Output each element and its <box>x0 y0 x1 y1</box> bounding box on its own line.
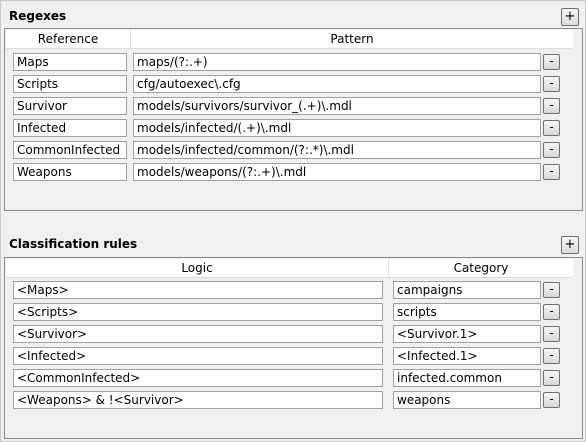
reference-field[interactable]: CommonInfected <box>13 141 127 159</box>
reference-field[interactable]: Scripts <box>13 75 127 93</box>
add-rule-button[interactable]: + <box>561 236 579 254</box>
table-row: CommonInfected models/infected/common/(?… <box>5 139 582 161</box>
table-row: Maps maps/(?:.+) - <box>5 51 582 73</box>
remove-rule-button[interactable]: - <box>543 348 560 364</box>
remove-regex-button[interactable]: - <box>543 76 560 92</box>
table-row: <Scripts> scripts - <box>5 301 582 323</box>
table-row: <Weapons> & !<Survivor> weapons - <box>5 389 582 411</box>
category-field[interactable]: <Infected.1> <box>393 347 541 365</box>
regexes-scrollbar[interactable] <box>573 30 581 209</box>
rules-scrollbar[interactable] <box>573 259 581 437</box>
table-row: Weapons models/weapons/(?:.+)\.mdl - <box>5 161 582 183</box>
pattern-field[interactable]: maps/(?:.+) <box>133 53 541 71</box>
reference-field[interactable]: Maps <box>13 53 127 71</box>
rules-title: Classification rules <box>9 237 138 251</box>
reference-field[interactable]: Weapons <box>13 163 127 181</box>
logic-field[interactable]: <Infected> <box>13 347 383 365</box>
logic-field[interactable]: <Weapons> & !<Survivor> <box>13 391 383 409</box>
logic-field[interactable]: <CommonInfected> <box>13 369 383 387</box>
regexes-title: Regexes <box>9 9 67 23</box>
category-field[interactable]: infected.common <box>393 369 541 387</box>
remove-regex-button[interactable]: - <box>543 164 560 180</box>
table-row: Survivor models/survivors/survivor_(.+)\… <box>5 95 582 117</box>
category-field[interactable]: campaigns <box>393 281 541 299</box>
rules-panel: Logic Category <Maps> campaigns - <Scrip… <box>4 257 583 439</box>
table-row: Infected models/infected/(.+)\.mdl - <box>5 117 582 139</box>
column-header-logic[interactable]: Logic <box>6 259 389 278</box>
pattern-field[interactable]: models/infected/(.+)\.mdl <box>133 119 541 137</box>
remove-regex-button[interactable]: - <box>543 54 560 70</box>
pattern-field[interactable]: models/weapons/(?:.+)\.mdl <box>133 163 541 181</box>
remove-regex-button[interactable]: - <box>543 142 560 158</box>
logic-field[interactable]: <Maps> <box>13 281 383 299</box>
reference-field[interactable]: Infected <box>13 119 127 137</box>
remove-rule-button[interactable]: - <box>543 282 560 298</box>
table-row: <Maps> campaigns - <box>5 279 582 301</box>
category-field[interactable]: scripts <box>393 303 541 321</box>
table-row: <CommonInfected> infected.common - <box>5 367 582 389</box>
table-row: Scripts cfg/autoexec\.cfg - <box>5 73 582 95</box>
table-row: <Survivor> <Survivor.1> - <box>5 323 582 345</box>
reference-field[interactable]: Survivor <box>13 97 127 115</box>
category-field[interactable]: <Survivor.1> <box>393 325 541 343</box>
remove-regex-button[interactable]: - <box>543 120 560 136</box>
table-row: <Infected> <Infected.1> - <box>5 345 582 367</box>
category-field[interactable]: weapons <box>393 391 541 409</box>
column-header-category[interactable]: Category <box>389 259 573 278</box>
pattern-field[interactable]: models/infected/common/(?:.*)\.mdl <box>133 141 541 159</box>
logic-field[interactable]: <Survivor> <box>13 325 383 343</box>
pattern-field[interactable]: cfg/autoexec\.cfg <box>133 75 541 93</box>
add-regex-button[interactable]: + <box>561 8 579 26</box>
logic-field[interactable]: <Scripts> <box>13 303 383 321</box>
remove-rule-button[interactable]: - <box>543 392 560 408</box>
column-header-pattern[interactable]: Pattern <box>131 30 573 49</box>
remove-rule-button[interactable]: - <box>543 304 560 320</box>
remove-regex-button[interactable]: - <box>543 98 560 114</box>
column-header-reference[interactable]: Reference <box>6 30 131 49</box>
pattern-field[interactable]: models/survivors/survivor_(.+)\.mdl <box>133 97 541 115</box>
regexes-panel: Reference Pattern Maps maps/(?:.+) - Scr… <box>4 28 583 211</box>
remove-rule-button[interactable]: - <box>543 326 560 342</box>
remove-rule-button[interactable]: - <box>543 370 560 386</box>
